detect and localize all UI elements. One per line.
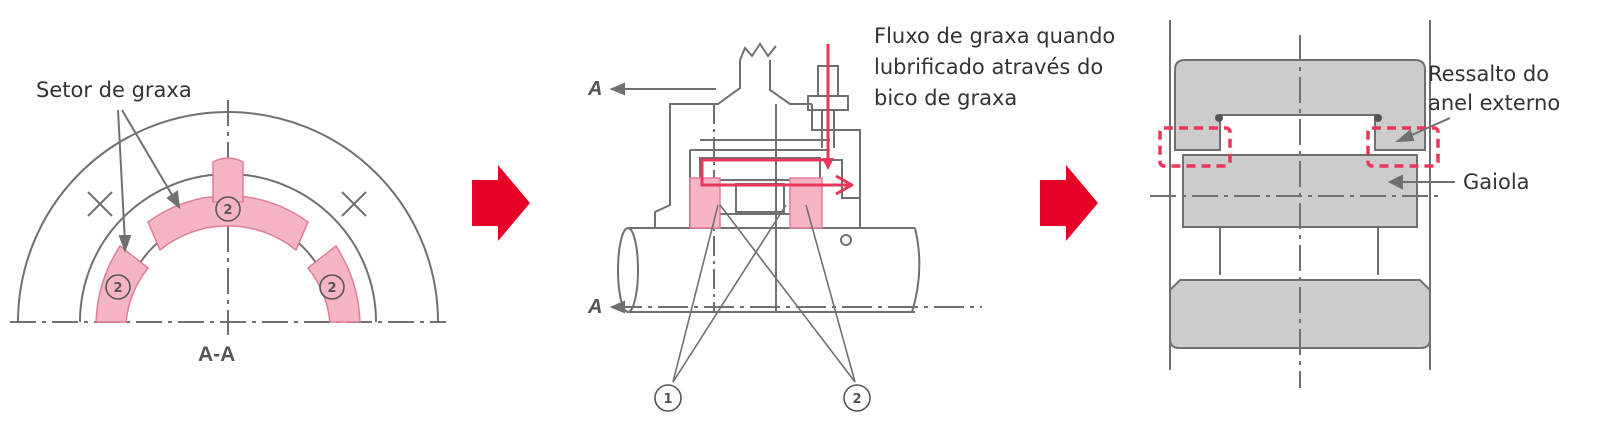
- setor-leader-lines: [117, 109, 181, 253]
- bearing-detail-panel: [1150, 20, 1440, 388]
- label-fluxo-line2: lubrificado através do: [874, 55, 1104, 79]
- label-section-a-top: A: [588, 78, 603, 100]
- label-fluxo-line1: Fluxo de graxa quando: [874, 24, 1116, 48]
- svg-text:2: 2: [223, 203, 232, 218]
- shoulder-highlights: [1158, 126, 1440, 168]
- bearing-outer-ring: [699, 157, 821, 181]
- shaft: [628, 227, 915, 313]
- red-flow-arrow-2: [1040, 165, 1098, 241]
- marker-one: 1: [654, 384, 682, 412]
- grease-flow-path: [700, 44, 854, 196]
- label-gaiola: Gaiola: [1463, 170, 1530, 194]
- marker-two-bottom: 2: [843, 384, 871, 412]
- marker-two-right: 2: [319, 274, 345, 300]
- label-fluxo-line3: bico de graxa: [874, 86, 1018, 110]
- shoulder-highlight-left: [1158, 126, 1232, 168]
- label-ressalto-line2: anel externo: [1428, 91, 1561, 115]
- shoulder-highlight-right: [1366, 126, 1440, 168]
- svg-text:1: 1: [663, 392, 672, 407]
- svg-text:2: 2: [327, 281, 336, 296]
- svg-text:2: 2: [113, 281, 122, 296]
- red-flow-arrow-1: [472, 165, 530, 241]
- shaft-left-end: [617, 227, 639, 313]
- housing-top-break: [739, 42, 777, 61]
- marker-two-top: 2: [215, 196, 241, 222]
- svg-text:2: 2: [852, 392, 861, 407]
- label-section-aa: A-A: [198, 343, 236, 366]
- inner-ring: [1169, 279, 1431, 349]
- label-ressalto-line1: Ressalto do: [1428, 62, 1550, 86]
- detail-leader-lines: [1387, 117, 1455, 190]
- outer-ring: [1174, 59, 1426, 151]
- drain-plug: [840, 234, 852, 246]
- grease-sector-top: [147, 194, 309, 252]
- grease-sector-top-stem: [212, 157, 244, 203]
- pocket-leader-lines: [672, 204, 856, 383]
- marker-two-left: 2: [105, 274, 131, 300]
- label-setor-de-graxa: Setor de graxa: [36, 78, 192, 102]
- label-section-a-bottom: A: [588, 296, 603, 318]
- housing-outline: [654, 60, 741, 228]
